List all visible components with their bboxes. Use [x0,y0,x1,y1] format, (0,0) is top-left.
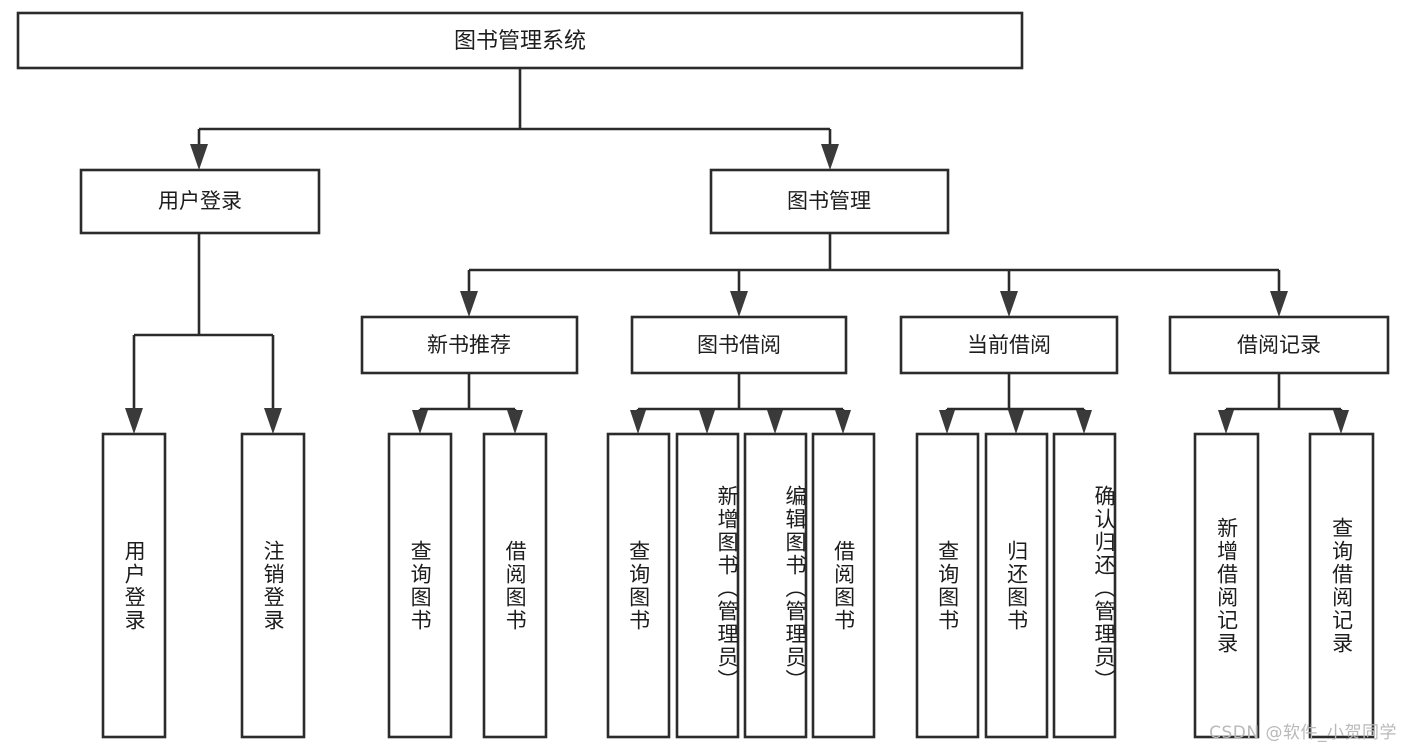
leaf-label-user-login: 用户登录 [122,539,147,632]
node-borrow-record[interactable]: 借阅记录 [1168,315,1390,375]
leaf-label-logout: 注销登录 [261,539,286,632]
new-book-recommend-label: 新书推荐 [427,333,511,357]
leaf-box-return-book[interactable] [984,432,1049,739]
leaf-label-query-book-borrow: 查询图书 [626,539,651,632]
book-borrow-label: 图书借阅 [697,333,781,357]
connector-root-to-level2 [190,68,839,170]
leaf-box-borrow-book[interactable] [811,432,876,739]
leaf-box-add-book-admin[interactable] [675,432,740,739]
root-label: 图书管理系统 [454,29,586,54]
node-book-borrow[interactable]: 图书借阅 [630,315,848,375]
connector-current-to-leaves [939,373,1092,434]
borrow-record-box[interactable] [1168,315,1390,375]
node-new-book-recommend[interactable]: 新书推荐 [360,315,579,375]
leaf-label-confirm-return-admin: 确认归还（管理员） [1092,485,1116,692]
leaf-label-query-book-new: 查询图书 [408,539,433,632]
new-book-recommend-box[interactable] [360,315,579,375]
node-book-management[interactable]: 图书管理 [709,168,950,235]
leaf-label-edit-book-admin: 编辑图书（管理员） [783,485,807,692]
book-management-label: 图书管理 [787,189,871,213]
connector-record-to-leaves [1218,373,1349,434]
connector-userlogin-to-leaves [125,233,282,434]
node-user-login[interactable]: 用户登录 [79,168,321,235]
leaf-box-query-book-new[interactable] [387,432,453,739]
leaf-label-add-borrow-record: 新增借阅记录 [1214,516,1239,655]
user-login-box[interactable] [79,168,321,235]
leaf-box-query-book-current[interactable] [915,432,980,739]
book-management-box[interactable] [709,168,950,235]
connector-bookmgmt-to-level3 [460,233,1288,317]
leaf-box-edit-book-admin[interactable] [743,432,808,739]
borrow-record-label: 借阅记录 [1237,333,1321,357]
root-box[interactable] [16,11,1024,70]
connector-borrow-to-leaves [630,373,851,434]
leaf-label-borrow-book-new: 借阅图书 [503,539,528,632]
leaf-box-add-borrow-record[interactable] [1193,432,1260,739]
leaf-label-query-borrow-record: 查询借阅记录 [1329,516,1354,655]
current-borrow-label: 当前借阅 [967,333,1051,357]
current-borrow-box[interactable] [899,315,1119,375]
leaf-box-query-book-borrow[interactable] [606,432,671,739]
leaf-label-borrow-book: 借阅图书 [831,539,856,632]
node-root[interactable]: 图书管理系统 [16,11,1024,70]
book-borrow-box[interactable] [630,315,848,375]
leaf-box-borrow-book-new[interactable] [482,432,548,739]
node-current-borrow[interactable]: 当前借阅 [899,315,1119,375]
leaf-label-return-book: 归还图书 [1004,539,1029,632]
leaf-box-logout[interactable] [240,432,306,739]
leaf-label-add-book-admin: 新增图书（管理员） [715,485,739,692]
user-login-label: 用户登录 [158,189,242,213]
leaf-boxes [101,432,1375,739]
connector-newbook-to-leaves [412,373,523,434]
leaf-box-confirm-return-admin[interactable] [1052,432,1117,739]
leaf-box-query-borrow-record[interactable] [1308,432,1375,739]
leaf-label-query-book-current: 查询图书 [935,539,960,632]
leaf-box-user-login[interactable] [101,432,167,739]
